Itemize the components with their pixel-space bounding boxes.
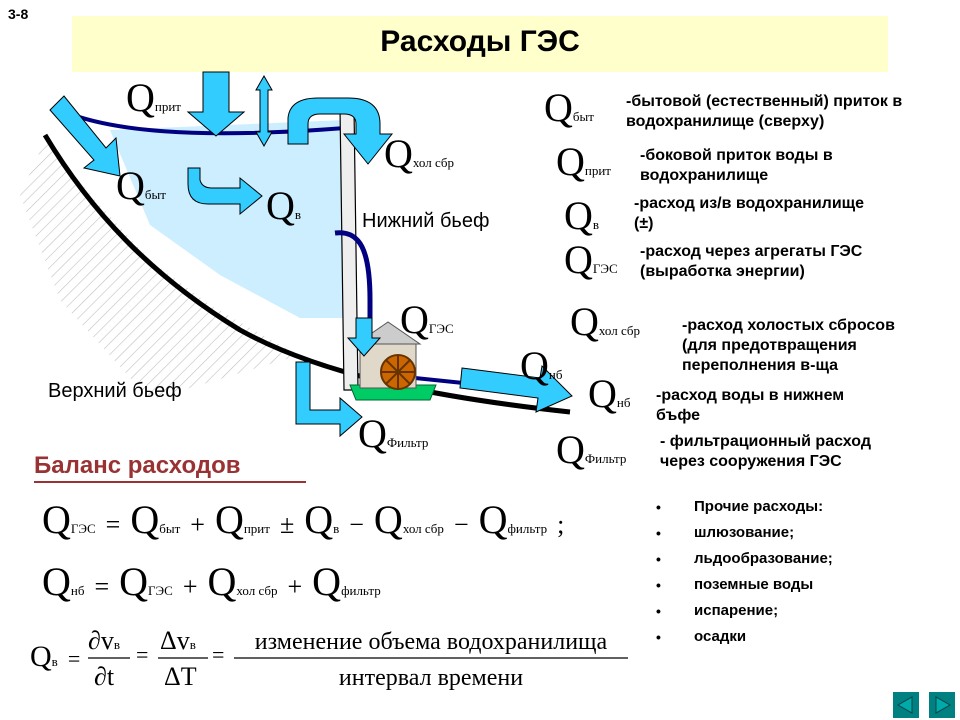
slide-number: 3-8 — [8, 6, 29, 22]
eq3-num-1: ∂vв — [88, 626, 120, 655]
eq3-num-2: Δvв — [160, 626, 196, 655]
list-item: •испарение; — [656, 602, 779, 619]
eq3-den-2: ΔT — [164, 662, 197, 691]
title-banner — [72, 16, 888, 72]
list-item: •поземные воды — [656, 576, 814, 593]
q-hol-label: Qхол сбр — [384, 131, 455, 176]
list-item: •осадки — [656, 628, 747, 645]
arrow-q-v — [187, 167, 263, 216]
eq3-lhs: Qв = — [30, 640, 81, 673]
arrow-q-filtr — [295, 361, 363, 438]
dam-column — [339, 107, 359, 391]
balance-equation-1: QГЭС = Qбыт + Qприт ± Qв − Qхол сбр − Qф… — [42, 497, 565, 542]
legend-q-ges: QГЭС — [564, 237, 618, 282]
legend-desc-ges: -расход через агрегаты ГЭС(выработка эне… — [640, 243, 863, 280]
nav-back[interactable] — [893, 692, 919, 718]
ground-line — [42, 133, 571, 415]
q-prit-label: Qприт — [126, 75, 181, 120]
legend-q-byt: Qбыт — [544, 85, 594, 130]
q-ges-label: QГЭС — [400, 297, 454, 342]
q-filtr-label: QФильтр — [358, 411, 429, 456]
eq3-numerator: изменение объема водохранилища — [254, 629, 608, 655]
arrow-q-hol — [287, 97, 394, 165]
legend-desc-hol: -расход холостых сбросов(для предотвраще… — [682, 317, 895, 374]
eq3-denominator: интервал времени — [338, 665, 524, 691]
legend-q-prit: Qприт — [556, 139, 611, 184]
list-item: •льдообразование; — [656, 550, 833, 567]
legend-q-nb: Qнб — [588, 371, 631, 416]
reservoir-water — [110, 120, 345, 318]
eq3-den-1: ∂t — [94, 662, 115, 691]
label-lower-pool: Нижний бьеф — [362, 210, 490, 232]
arrow-level — [255, 74, 273, 148]
legend-desc-v: -расход из/в водохранилище(±) — [634, 195, 865, 232]
nav-back-button — [893, 692, 919, 718]
q-byt-label: Qбыт — [116, 163, 166, 208]
legend-q-hol: Qхол сбр — [570, 299, 641, 344]
arrow-q-ges — [346, 317, 382, 357]
arrow-q-byt — [49, 95, 121, 177]
arrow-q-nb — [459, 364, 573, 413]
other-costs-list: •Прочие расходы: •шлюзование; •льдообраз… — [656, 494, 833, 650]
eq3-eq-2: = — [212, 642, 225, 667]
q-nb-label: Qнб — [520, 343, 563, 388]
page-title: Расходы ГЭС — [380, 25, 580, 58]
q-v-label: Qв — [266, 183, 302, 228]
eq3-eq-1: = — [136, 642, 149, 667]
list-item: •Прочие расходы: — [656, 498, 824, 515]
legend-q-filtr: QФильтр — [556, 427, 627, 472]
legend-q-v: Qв — [564, 193, 600, 238]
arrow-q-prit — [186, 71, 246, 137]
nav-forward-button — [929, 692, 955, 718]
penstock — [334, 230, 373, 340]
balance-equation-2: Qнб = QГЭС + Qхол сбр + Qфильтр — [42, 559, 381, 604]
balance-heading: Баланс расходов — [34, 452, 241, 479]
nav-forward[interactable] — [929, 692, 955, 718]
list-item: •шлюзование; — [656, 524, 795, 541]
label-upper-pool: Верхний бьеф — [48, 380, 182, 402]
